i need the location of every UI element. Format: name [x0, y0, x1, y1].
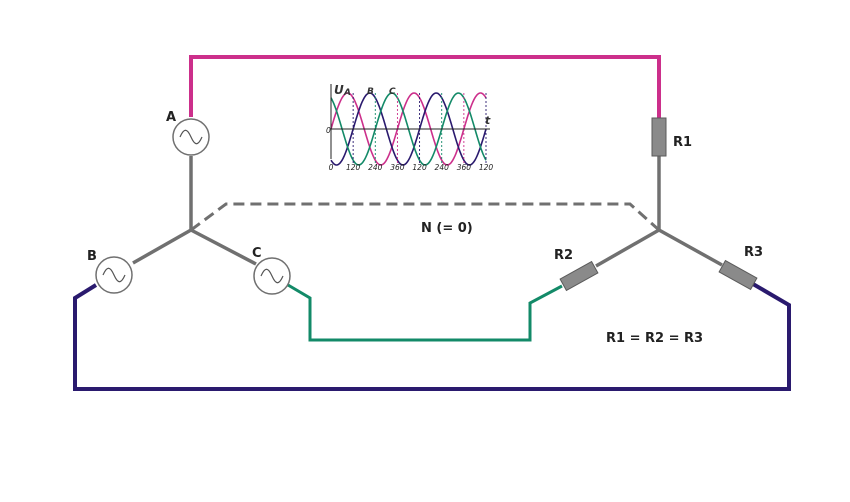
waveform-phase-label-c: C — [389, 87, 396, 97]
waveform-tick-label: 360 — [457, 163, 472, 172]
waveform-phase-a — [330, 92, 487, 166]
waveform-tick-label: 0 — [329, 163, 334, 172]
phase-a-wire — [189, 55, 661, 118]
resistance-equation: R1 = R2 = R3 — [606, 331, 703, 346]
waveform-tick-label: 120 — [412, 163, 427, 172]
source-b — [95, 256, 133, 294]
resistor-r1-label: R1 — [673, 135, 692, 150]
resistor-r3 — [718, 259, 758, 291]
waveform-tick-label: 120 — [479, 163, 494, 172]
source-a — [172, 118, 210, 156]
resistor-r3-label: R3 — [744, 245, 763, 260]
waveform-y-label: U — [334, 83, 344, 97]
waveform-phase-label-a: A — [343, 88, 351, 98]
load-star-junction — [595, 156, 723, 268]
waveform-tick-label: 120 — [346, 163, 361, 172]
resistor-r1 — [651, 117, 667, 157]
source-c — [253, 257, 291, 295]
source-b-label: B — [87, 249, 97, 264]
waveform-tick-label: 360 — [390, 163, 405, 172]
waveform-origin-label: 0 — [326, 126, 331, 135]
waveform-phase-b — [330, 92, 487, 166]
phase-c-wire — [287, 283, 563, 342]
resistor-r2 — [559, 260, 599, 292]
phase-b-wire — [73, 282, 791, 391]
waveform-inset: U A B C t 0 0 120 240 360 120 240 360 120 — [326, 83, 493, 172]
resistor-r2-label: R2 — [554, 248, 573, 263]
waveform-phase-label-b: B — [367, 87, 374, 97]
neutral-wire — [190, 202, 661, 232]
neutral-label: N (= 0) — [421, 221, 473, 236]
source-star-junction — [132, 156, 257, 266]
source-c-label: C — [252, 246, 262, 261]
source-a-label: A — [166, 110, 176, 125]
waveform-x-label: t — [485, 114, 491, 127]
waveform-tick-label: 240 — [435, 163, 450, 172]
waveform-tick-labels: 0 120 240 360 120 240 360 120 — [329, 163, 494, 172]
waveform-tick-label: 240 — [368, 163, 383, 172]
